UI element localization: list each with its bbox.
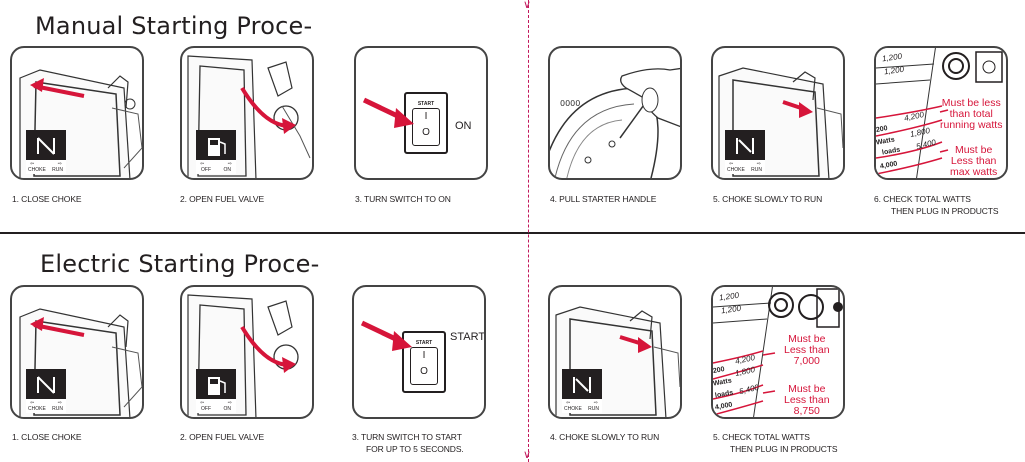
manual-step-5-caption: 5. CHOKE SLOWLY TO RUN <box>713 194 823 204</box>
switch-arrow <box>360 320 412 351</box>
electric-step-2-caption: 2. OPEN FUEL VALVE <box>180 432 265 442</box>
manual-step-4-panel: 0000 <box>548 46 682 180</box>
manual-step-4-caption: 4. PULL STARTER HANDLE <box>550 194 657 204</box>
svg-text:0000: 0000 <box>560 99 580 108</box>
manual-step-6-caption-line-2: THEN PLUG IN PRODUCTS <box>891 206 999 216</box>
manual-section-title: Manual Starting Proce- <box>35 12 313 40</box>
starter-handle-illustration: 0000 <box>550 67 680 178</box>
switch-on-label: ON <box>455 120 472 132</box>
electric-step-4-caption: 4. CHOKE SLOWLY TO RUN <box>550 432 660 442</box>
watts-panel-illustration <box>876 48 1003 178</box>
manual-step-6-panel: 1,200 1,200 4,200 1,800 5,400 200 Watts … <box>874 46 1008 180</box>
manual-step-6-caption-line-1: 6. CHECK TOTAL WATTS <box>874 194 971 204</box>
watts-panel-illustration <box>713 287 843 417</box>
vertical-dashed-divider <box>528 0 529 462</box>
switch-start-label: START <box>450 331 486 343</box>
manual-step-3-caption: 3. TURN SWITCH TO ON <box>355 194 451 204</box>
divider-mark-top: ∨ <box>523 0 532 11</box>
switch-arrow <box>362 97 414 128</box>
manual-step-2-caption: 2. OPEN FUEL VALVE <box>180 194 265 204</box>
electric-step-5-caption-line-1: 5. CHECK TOTAL WATTS <box>713 432 810 442</box>
section-divider <box>0 232 1025 234</box>
divider-mark-bottom: ∨ <box>523 449 532 461</box>
electric-step-3-caption-line-1: 3. TURN SWITCH TO START <box>352 432 462 442</box>
electric-step-5-panel: 1,200 1,200 4,200 1,800 5,400 200 Watts … <box>711 285 845 419</box>
manual-step-1-caption: 1. CLOSE CHOKE <box>12 194 82 204</box>
electric-step-1-caption: 1. CLOSE CHOKE <box>12 432 82 442</box>
electric-section-title: Electric Starting Proce- <box>40 250 320 278</box>
electric-step-5-caption-line-2: THEN PLUG IN PRODUCTS <box>730 444 838 454</box>
electric-step-3-caption-line-2: FOR UP TO 5 SECONDS. <box>366 444 464 454</box>
